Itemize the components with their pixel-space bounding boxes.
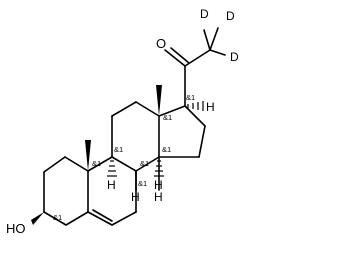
c8-hydrogen-label: H	[131, 190, 140, 204]
stereo-label-c10: &1	[92, 159, 101, 168]
c17-hydrogen-label: H	[206, 100, 215, 114]
c9-hash-bond	[107, 160, 117, 177]
hydroxyl-label: HO	[6, 221, 26, 236]
stereo-label-c13: &1	[163, 113, 172, 122]
c9-hydrogen-label: H	[107, 178, 116, 192]
c13-hydrogen-label: H	[154, 190, 163, 204]
ring-c-bonds	[111, 101, 160, 172]
stereo-label-c20: &1	[138, 179, 147, 188]
ring-d-bonds	[158, 105, 206, 158]
deuterium-label-2: D	[226, 9, 235, 23]
c14-hydrogen-label: H	[154, 178, 163, 192]
stereo-label-c14: &1	[162, 145, 171, 154]
c18-methyl-wedge	[156, 85, 162, 116]
stereo-label-c9: &1	[114, 145, 123, 154]
deuterium-label-1: D	[200, 7, 209, 21]
ring-a-bonds	[43, 156, 89, 226]
c17-hash-bond	[187, 101, 204, 111]
stereo-label-c17: &1	[186, 93, 195, 102]
c19-methyl-wedge	[85, 140, 91, 171]
c3-oh-wedge	[31, 212, 44, 225]
side-chain-bonds	[164, 27, 226, 107]
carbonyl-oxygen-label: O	[156, 36, 166, 51]
stereo-label-c3: &1	[53, 213, 62, 222]
deuterium-label-3: D	[230, 50, 239, 64]
stereo-label-c8: &1	[140, 159, 149, 168]
